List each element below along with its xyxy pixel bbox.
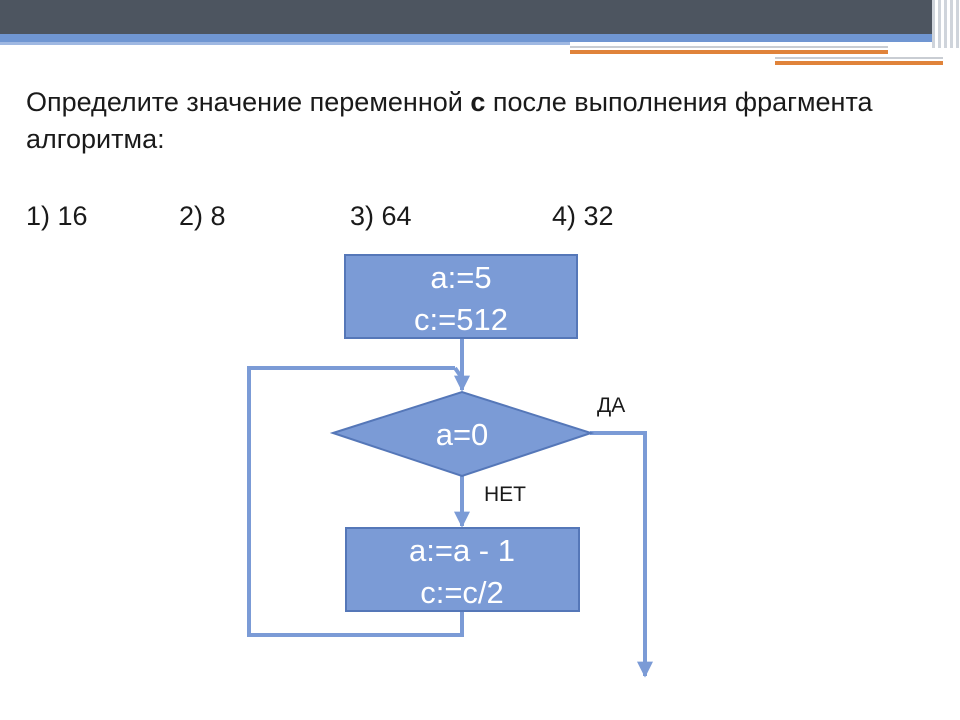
- answer-option-1: 1) 16: [26, 201, 88, 231]
- decor-orange-line-1: [570, 50, 888, 54]
- body-box-line2: c:=c/2: [420, 575, 504, 610]
- condition-text: a=0: [436, 417, 489, 452]
- loop-back-line: [247, 366, 464, 637]
- init-box: [344, 254, 578, 339]
- question-text: Определите значение переменной c после в…: [26, 84, 926, 158]
- yes-label: ДА: [597, 394, 625, 417]
- answer-option-4: 4) 32: [552, 201, 614, 231]
- body-box: [345, 527, 580, 612]
- answer-option-3: 3) 64: [350, 201, 412, 231]
- header-blue-thin-band: [0, 42, 570, 45]
- no-label: НЕТ: [484, 483, 526, 506]
- arrow-condition-yes: [590, 431, 653, 678]
- body-box-line1: a:=a - 1: [409, 533, 515, 568]
- condition-diamond: [329, 390, 595, 478]
- decor-gray-line-2: [775, 57, 943, 59]
- decor-orange-line-2: [775, 61, 943, 65]
- decor-gray-line-1: [570, 46, 888, 48]
- header-dark-band: [0, 0, 960, 34]
- init-box-line1: a:=5: [430, 260, 491, 295]
- answer-option-2: 2) 8: [179, 201, 226, 231]
- question-text-after: после выполнения фрагмента алгоритма:: [26, 87, 873, 154]
- question-variable: c: [470, 87, 486, 117]
- header-blue-band: [0, 34, 940, 42]
- question-text-before: Определите значение переменной: [26, 87, 471, 117]
- header-stripe-decoration: [932, 0, 960, 48]
- loop-back-join: [453, 366, 464, 380]
- init-box-line2: c:=512: [414, 302, 508, 337]
